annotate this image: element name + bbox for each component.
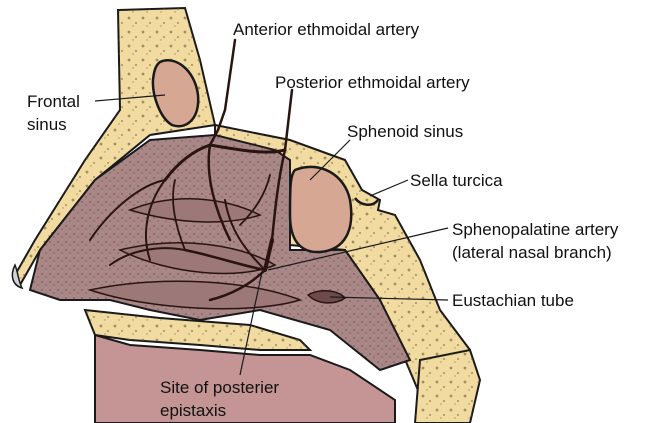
label-frontal-sinus-line1: Frontal [27, 92, 80, 111]
label-frontal-sinus-line2: sinus [27, 115, 67, 134]
label-anterior-ethmoidal-artery: Anterior ethmoidal artery [233, 20, 420, 39]
label-sphenopalatine-line2: (lateral nasal branch) [452, 243, 612, 262]
label-posterior-ethmoidal-artery: Posterior ethmoidal artery [275, 73, 470, 92]
leader-sella-turcica [370, 180, 408, 196]
label-sella-turcica: Sella turcica [410, 171, 503, 190]
label-sphenoid-sinus: Sphenoid sinus [347, 122, 463, 141]
label-sphenopalatine-line1: Sphenopalatine artery [452, 220, 619, 239]
label-site-line1: Site of posterier [160, 378, 279, 397]
label-eustachian-tube: Eustachian tube [452, 291, 574, 310]
label-site-line2: epistaxis [160, 401, 226, 420]
